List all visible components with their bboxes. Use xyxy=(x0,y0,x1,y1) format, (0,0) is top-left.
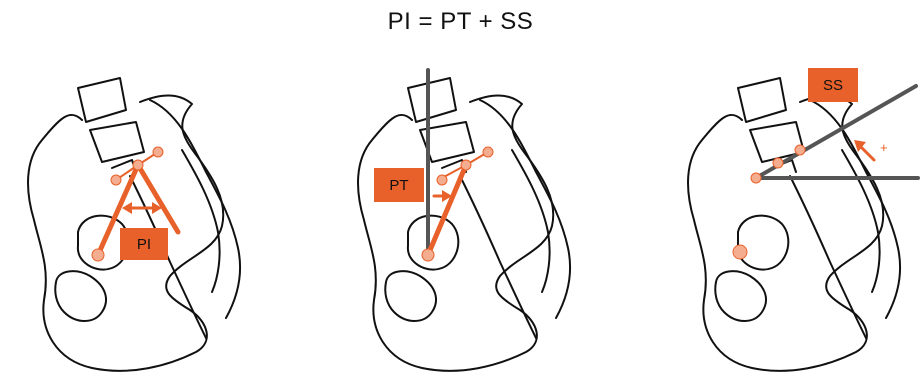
endplate-back-3 xyxy=(751,173,761,183)
femoral-head-center-3 xyxy=(733,245,747,259)
ss-label: SS xyxy=(823,77,843,94)
pi-line-b xyxy=(138,165,178,232)
panel-ss: + SS xyxy=(688,68,918,371)
endplate-mid-1 xyxy=(133,160,143,170)
ss-arrow xyxy=(860,146,874,160)
endplate-mid-3 xyxy=(773,158,783,168)
endplate-back-2 xyxy=(437,175,447,185)
endplate-front-3 xyxy=(795,145,805,155)
pt-label: PT xyxy=(389,177,408,194)
pelvis-outline-1 xyxy=(28,78,240,371)
panel-pi: PI xyxy=(28,78,240,371)
pi-label: PI xyxy=(137,236,151,253)
endplate-mid-2 xyxy=(461,160,471,170)
arrow-head-left-icon xyxy=(122,202,132,214)
femoral-head-center-2 xyxy=(422,249,434,261)
ss-arrow-sign: + xyxy=(880,140,888,155)
endplate-back-1 xyxy=(111,175,121,185)
endplate-front-1 xyxy=(153,147,163,157)
endplate-front-2 xyxy=(483,147,493,157)
pelvis-outline-2 xyxy=(358,78,570,371)
pelvis-outline-3 xyxy=(688,78,900,371)
femoral-head-center-1 xyxy=(92,249,104,261)
panel-pt: PT xyxy=(358,70,570,371)
